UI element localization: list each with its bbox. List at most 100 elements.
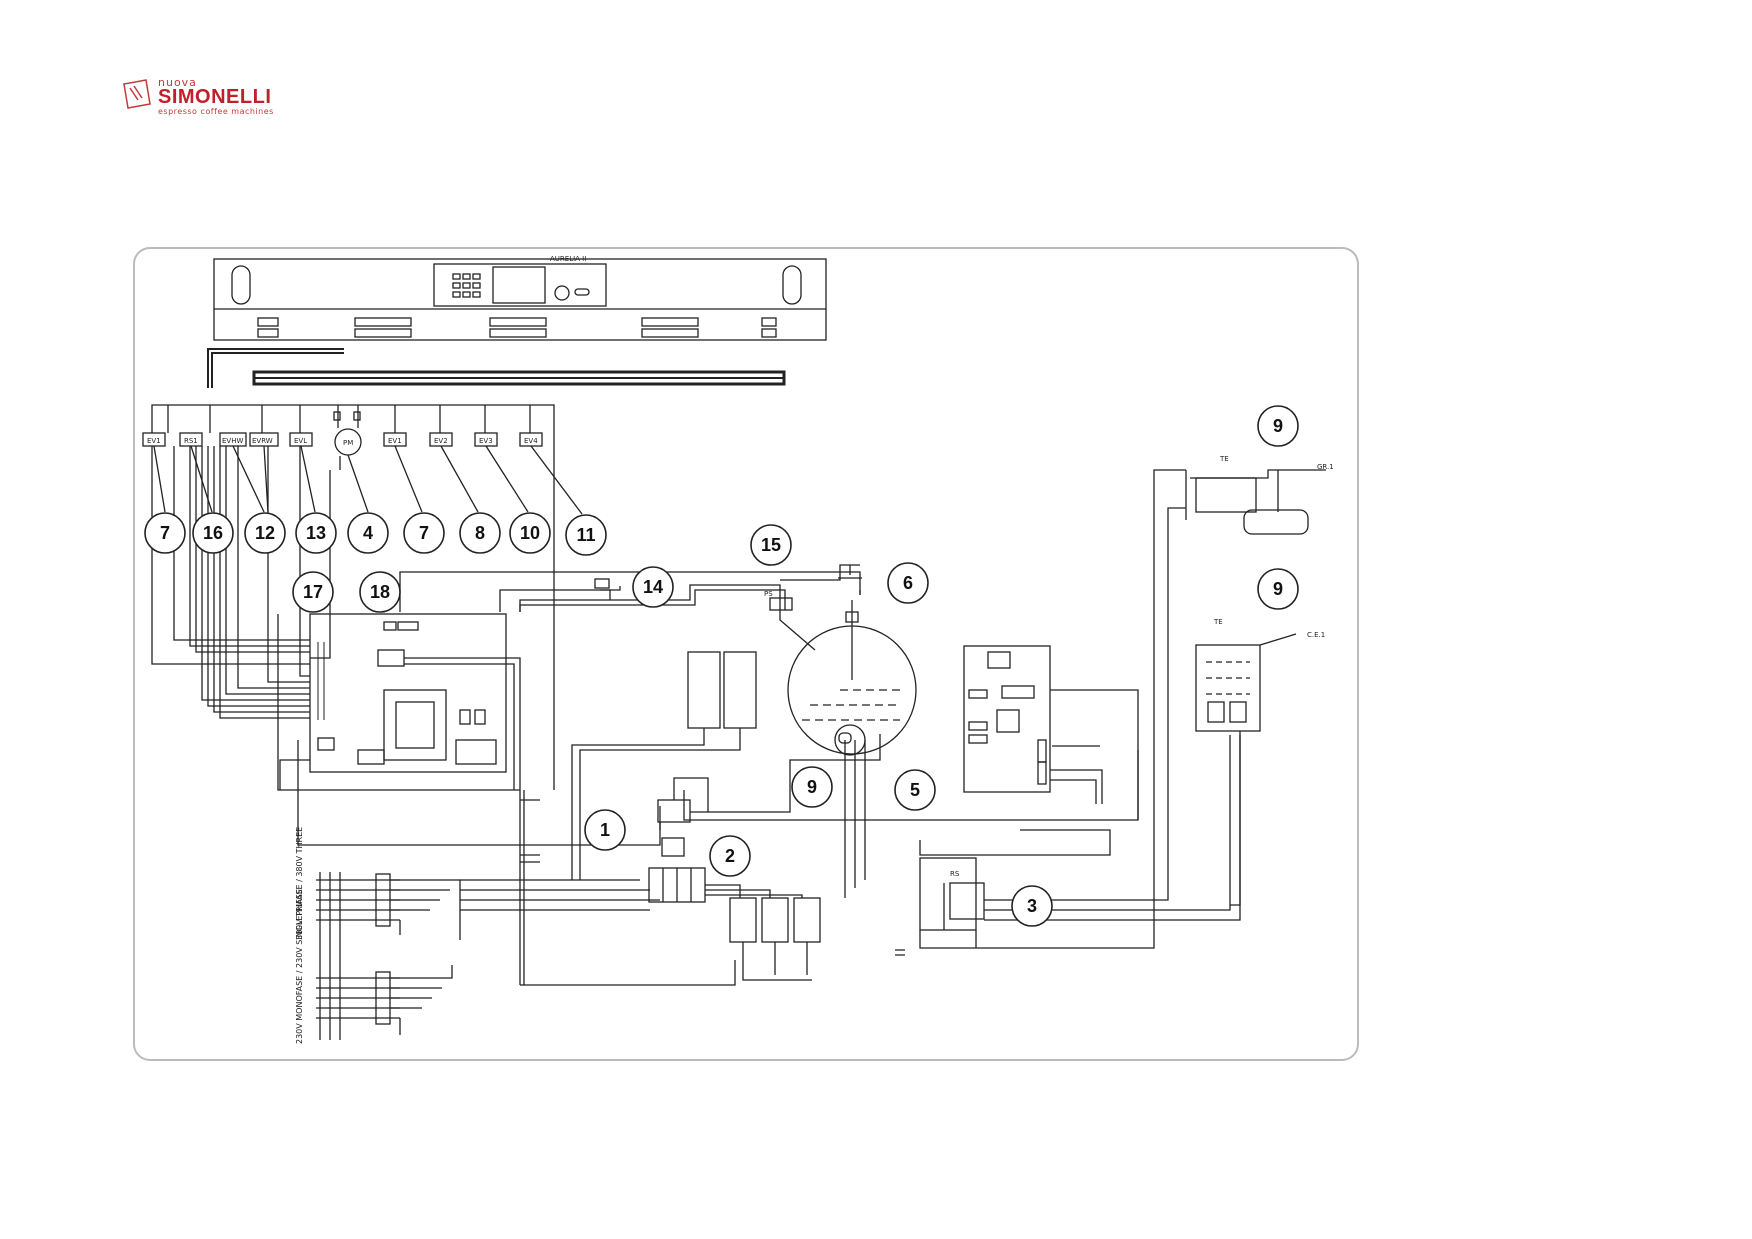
callout-circle [459,512,501,554]
callout-5: 5 [894,769,936,811]
relay-1 [687,651,721,729]
callout-number: 12 [255,523,275,543]
label-ev1: EV1 [388,437,402,445]
callout-number: 11 [576,525,595,545]
callout-8: 8 [459,512,501,554]
callout-number: 9 [1273,416,1283,436]
label-ev4: EV4 [524,437,538,445]
pressure-switch [657,799,691,823]
label-ev2: EV2 [434,437,448,445]
callout-number: 5 [910,780,920,800]
brand-logo: nuova SIMONELLI espresso coffee machines [120,76,330,116]
label-ce1: C.E.1 [1307,631,1325,639]
callout-15: 15 [750,524,792,566]
relay-2 [723,651,757,729]
callout-circle [887,562,929,604]
label-rs1: RS1 [184,437,198,445]
supply-label-three-phase: 380V TRIFASE / 380V THREE [295,827,304,940]
callout-circle [750,524,792,566]
label-evl: EVL [294,437,307,445]
callout-number: 17 [303,582,323,602]
callout-circle [1257,405,1299,447]
callout-7: 7 [144,512,186,554]
callout-6: 6 [887,562,929,604]
logo-mark-icon [123,79,151,109]
callout-circle [347,512,389,554]
callout-circle [1257,568,1299,610]
callout-number: 13 [306,523,326,543]
callout-number: 1 [600,820,610,840]
callout-number: 16 [203,523,223,543]
callout-circle [192,512,234,554]
label-evrw: EVRW [252,437,273,445]
callout-circle [144,512,186,554]
callout-number: 7 [419,523,429,543]
callout-12: 12 [244,512,286,554]
logo-top-text: nuova [158,76,197,89]
callout-9: 9 [1257,568,1299,610]
callout-number: 10 [520,523,540,543]
label-ev1-left: EV1 [147,437,161,445]
callout-13: 13 [295,512,337,554]
callout-circle [403,512,445,554]
display-screen [492,266,546,304]
control-panel [213,258,827,341]
callout-number: 6 [903,573,913,593]
callout-number: 9 [807,777,817,797]
callout-9: 9 [791,766,833,808]
logo-brand-name: SIMONELLI [158,86,272,108]
callout-3: 3 [1011,885,1053,927]
label-pm: PM [343,439,353,447]
callout-circle [791,766,833,808]
supply-label-single-phase: 230V MONOFASE / 230V SINGLEPHASE [295,889,304,1044]
label-rs: RS [950,870,960,878]
callout-number: 7 [160,523,170,543]
panel-slot-left [231,265,251,305]
callout-circle [292,571,334,613]
label-te2: TE [1213,618,1223,626]
callout-number: 8 [475,523,485,543]
callout-circle [709,835,751,877]
display-module [433,263,607,307]
callout-1: 1 [584,809,626,851]
logo-tagline: espresso coffee machines [158,107,274,116]
callout-4: 4 [347,512,389,554]
callout-10: 10 [509,512,551,554]
callout-circle [295,512,337,554]
display-knob [554,285,570,301]
callout-circle [244,512,286,554]
callout-number: 4 [363,523,373,543]
callout-number: 3 [1027,896,1037,916]
panel-display-label: AURELIA II [550,255,586,263]
callout-17: 17 [292,571,334,613]
callout-number: 2 [725,846,735,866]
callout-16: 16 [192,512,234,554]
callout-9: 9 [1257,405,1299,447]
callout-number: 18 [370,582,390,602]
callout-18: 18 [359,571,401,613]
callout-2: 2 [709,835,751,877]
callout-circle [1011,885,1053,927]
callout-number: 14 [643,577,663,597]
label-evhw: EVHW [222,437,243,445]
label-ps: PS [764,590,773,598]
control-board [309,613,507,773]
label-gr1: GR.1 [1317,463,1334,471]
callout-14: 14 [632,566,674,608]
callout-11: 11 [565,514,607,556]
expansion-board [963,645,1051,793]
callout-circle [584,809,626,851]
callout-circle [632,566,674,608]
label-ev3: EV3 [479,437,493,445]
callout-circle [894,769,936,811]
callout-circle [565,514,607,556]
callout-number: 9 [1273,579,1283,599]
callout-circle [509,512,551,554]
heating-element [1195,644,1261,732]
callout-number: 15 [761,535,781,555]
panel-slot-right [782,265,802,305]
diagram-frame [133,247,1359,1061]
callout-7: 7 [403,512,445,554]
group-head [1195,477,1257,513]
